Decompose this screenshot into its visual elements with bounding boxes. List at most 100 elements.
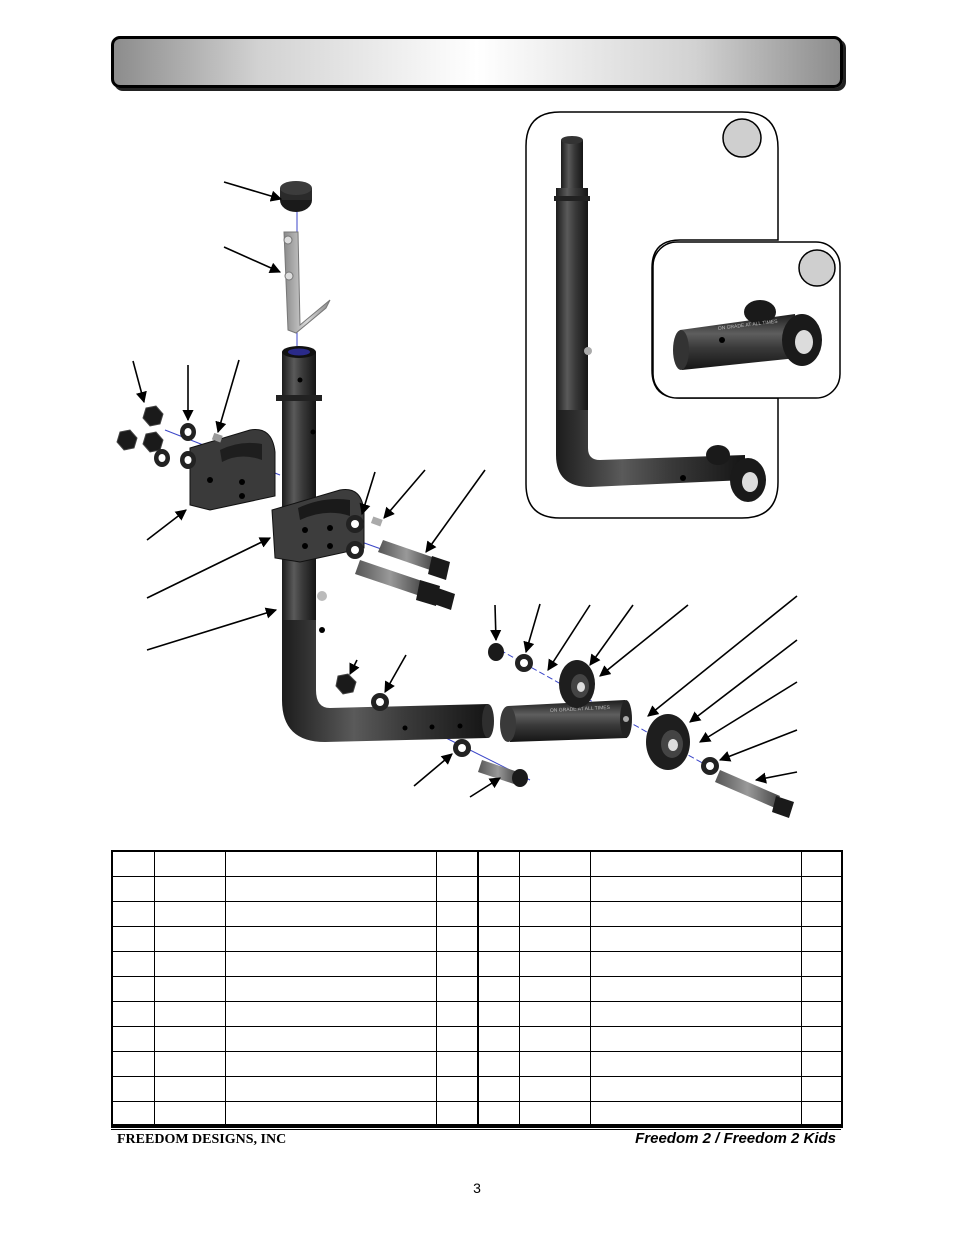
product-name: Freedom 2 / Freedom 2 Kids <box>635 1130 836 1147</box>
parts-list-table <box>111 850 843 1128</box>
table-row <box>111 926 843 952</box>
table-cell <box>435 901 479 927</box>
table-cell <box>224 876 437 902</box>
table-row <box>111 876 843 902</box>
table-cell <box>153 1001 226 1027</box>
table-cell <box>800 876 843 902</box>
front-bolts <box>346 515 455 610</box>
axle-sleeve: ON GRADE AT ALL TIMES <box>500 700 632 742</box>
table-cell <box>435 1001 479 1027</box>
leader-arrows <box>132 181 798 798</box>
table-cell <box>589 1051 802 1077</box>
table-cell <box>477 850 520 877</box>
table-cell <box>800 976 843 1002</box>
table-cell <box>224 976 437 1002</box>
table-row <box>111 1001 843 1027</box>
table-cell <box>435 1076 479 1102</box>
table-cell <box>589 1076 802 1102</box>
rear-nuts-washers <box>116 405 223 469</box>
table-cell <box>111 1026 155 1052</box>
table-cell <box>224 1101 437 1128</box>
table-cell <box>518 850 591 877</box>
tube-cap <box>280 181 312 212</box>
table-cell <box>435 1101 479 1128</box>
footer-rule <box>111 1124 841 1127</box>
table-row <box>111 1026 843 1052</box>
table-cell <box>224 926 437 952</box>
table-cell <box>518 1076 591 1102</box>
table-cell <box>224 1076 437 1102</box>
lower-fasteners <box>335 673 528 787</box>
table-cell <box>589 976 802 1002</box>
table-cell <box>224 951 437 977</box>
table-cell <box>224 850 437 877</box>
table-row <box>111 951 843 977</box>
table-cell <box>111 926 155 952</box>
table-row <box>111 1076 843 1102</box>
table-cell <box>518 1026 591 1052</box>
table-cell <box>111 850 155 877</box>
table-cell <box>153 1051 226 1077</box>
main-assembly: ON GRADE AT ALL TIMES <box>116 181 798 818</box>
table-cell <box>224 1001 437 1027</box>
table-cell <box>518 926 591 952</box>
elbow-tube <box>282 620 488 742</box>
table-cell <box>153 850 226 877</box>
table-cell <box>589 876 802 902</box>
table-cell <box>800 951 843 977</box>
table-cell <box>111 876 155 902</box>
section-title-bar <box>111 36 843 88</box>
detail-badge-lower <box>798 249 836 287</box>
table-cell <box>518 901 591 927</box>
table-header-row <box>111 850 843 877</box>
table-row <box>111 1051 843 1077</box>
table-cell <box>153 1076 226 1102</box>
table-cell <box>477 951 520 977</box>
table-cell <box>111 976 155 1002</box>
table-cell <box>435 850 479 877</box>
assembled-view-inset <box>525 111 779 519</box>
table-cell <box>153 926 226 952</box>
table-cell <box>477 926 520 952</box>
table-cell <box>477 1026 520 1052</box>
spring-clip <box>283 231 331 334</box>
table-cell <box>477 976 520 1002</box>
table-cell <box>153 976 226 1002</box>
table-cell <box>518 1051 591 1077</box>
table-cell <box>224 1051 437 1077</box>
front-clamp <box>271 488 365 563</box>
table-cell <box>518 1001 591 1027</box>
table-cell <box>435 1051 479 1077</box>
table-row <box>111 976 843 1002</box>
table-cell <box>435 876 479 902</box>
rear-clamp <box>189 428 276 511</box>
table-cell <box>589 1001 802 1027</box>
table-cell <box>800 1026 843 1052</box>
table-cell <box>477 1051 520 1077</box>
table-cell <box>477 1001 520 1027</box>
table-cell <box>435 1026 479 1052</box>
axle-parts-right <box>646 714 794 818</box>
axle-detail-inset: ON GRADE AT ALL TIMES <box>652 241 841 399</box>
table-cell <box>800 1076 843 1102</box>
table-cell <box>589 1026 802 1052</box>
company-name: FREEDOM DESIGNS, INC <box>117 1132 287 1147</box>
table-cell <box>589 901 802 927</box>
table-cell <box>111 1051 155 1077</box>
table-cell <box>477 876 520 902</box>
table-cell <box>111 1001 155 1027</box>
table-cell <box>435 926 479 952</box>
table-cell <box>800 926 843 952</box>
table-cell <box>518 976 591 1002</box>
table-cell <box>111 1076 155 1102</box>
table-cell <box>589 951 802 977</box>
table-cell <box>518 951 591 977</box>
table-cell <box>224 901 437 927</box>
axle-parts-upper <box>488 643 595 708</box>
table-cell <box>153 876 226 902</box>
table-cell <box>153 901 226 927</box>
table-cell <box>477 1076 520 1102</box>
table-cell <box>153 1026 226 1052</box>
exploded-parts-diagram: ON GRADE AT ALL TIMES <box>116 111 841 818</box>
detail-badge-upper <box>722 118 762 158</box>
